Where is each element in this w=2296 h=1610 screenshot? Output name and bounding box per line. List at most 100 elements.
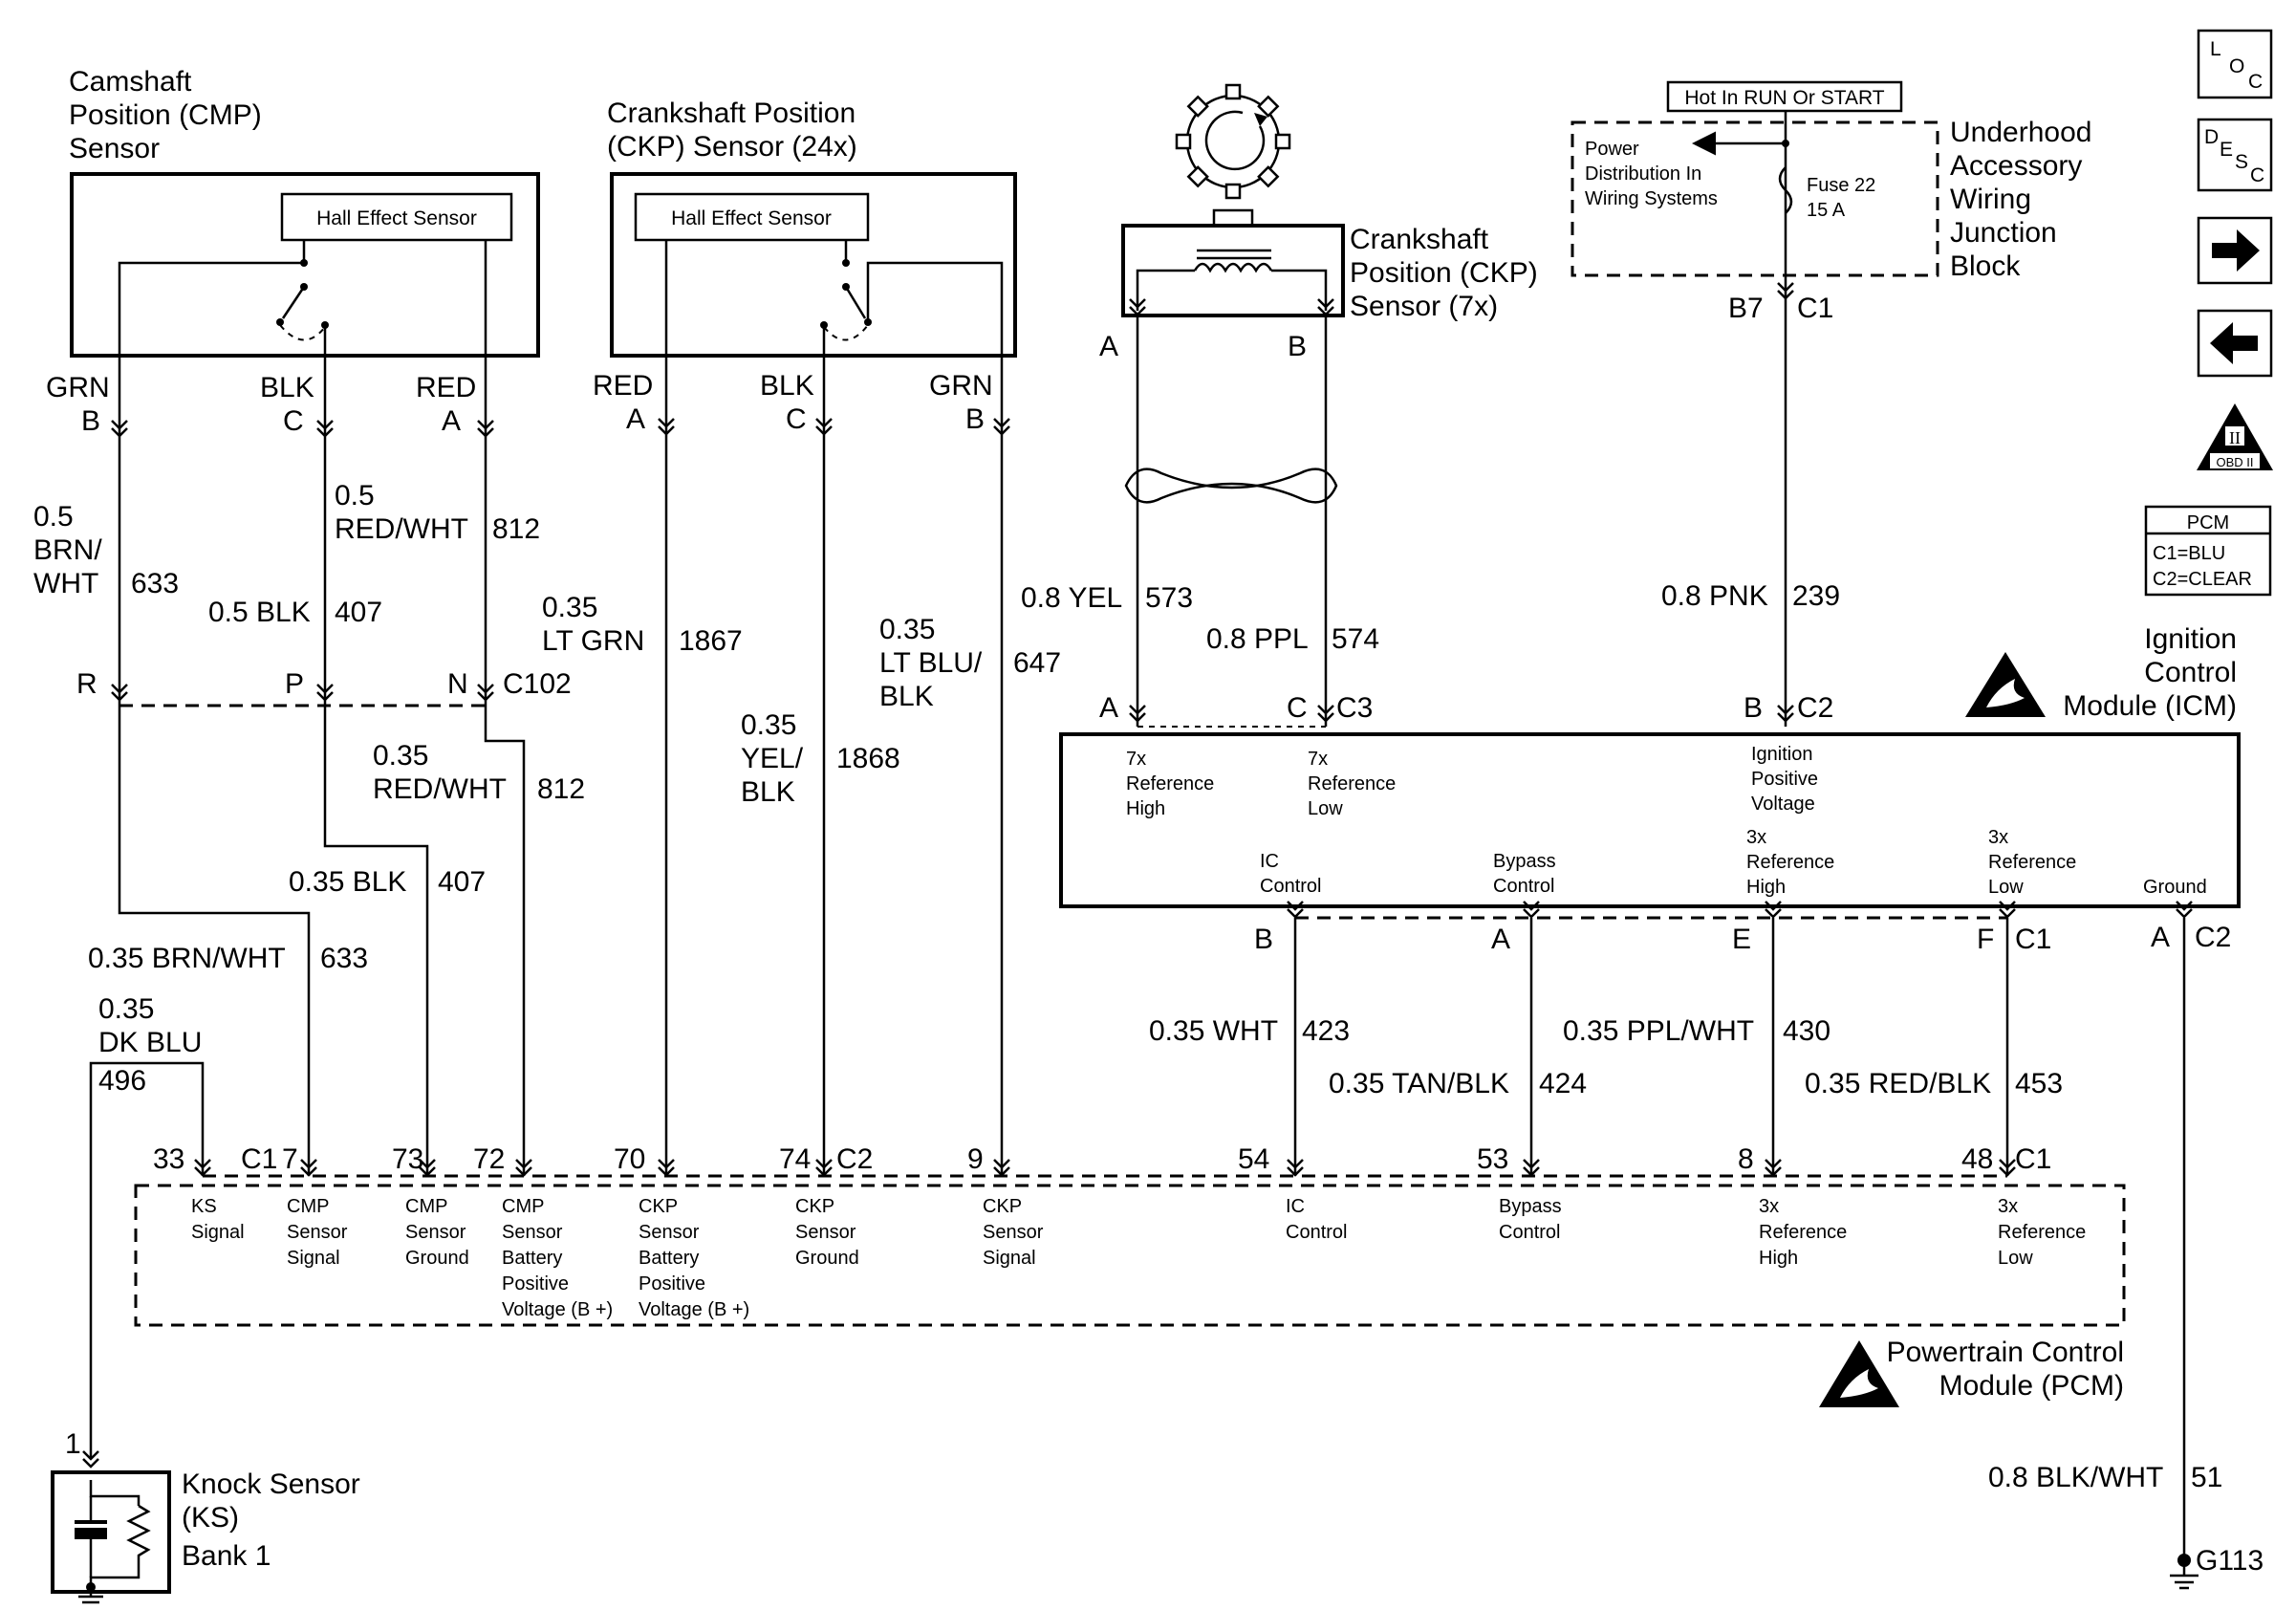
w407a-circuit: 407 xyxy=(335,597,382,628)
icm-gnd-c2: C2 xyxy=(2195,922,2231,953)
desc-s: S xyxy=(2235,151,2248,173)
icm-bypass-1: Bypass xyxy=(1493,851,1556,872)
connector-chevron xyxy=(2176,901,2193,919)
w647-size: 0.35 xyxy=(879,614,935,645)
w424-circuit: 424 xyxy=(1539,1068,1587,1099)
reluctor-tooth xyxy=(1257,95,1280,118)
w573-label: 0.8 YEL xyxy=(1021,582,1122,614)
ckp7-pin-b: B xyxy=(1288,331,1307,362)
w496-size: 0.35 xyxy=(98,993,154,1025)
icm-c1-label: C1 xyxy=(2015,924,2051,955)
ckp24-hall-label: Hall Effect Sensor xyxy=(671,207,832,229)
cmp-pin-b: B xyxy=(81,405,100,437)
pcm-pin-label: CKP xyxy=(795,1196,834,1217)
loc-icon[interactable]: L O C xyxy=(2197,29,2273,99)
icm-gnd-pin-a: A xyxy=(2151,922,2170,953)
junction-power-3: Wiring Systems xyxy=(1585,188,1718,209)
ckp24-title-2: (CKP) Sensor (24x) xyxy=(607,131,857,163)
pcm-pin-label: Bypass xyxy=(1499,1196,1562,1217)
knock-title-2: (KS) xyxy=(182,1502,239,1534)
back-arrow-icon[interactable] xyxy=(2197,309,2273,378)
ckp24-pin-a: A xyxy=(626,403,645,435)
w574-circuit: 574 xyxy=(1332,623,1379,655)
icm-7x-high-3: High xyxy=(1126,798,1165,819)
icm-c3-pin-a: A xyxy=(1099,692,1118,724)
w647-circuit: 647 xyxy=(1013,647,1061,679)
pcm-pin-number: 74 xyxy=(779,1143,811,1175)
icm-ign-1: Ignition xyxy=(1751,744,1813,765)
icm-7x-low-3: Low xyxy=(1308,798,1343,819)
c102-labels: R P N C102 xyxy=(76,668,572,700)
w812b-color: RED/WHT xyxy=(373,773,507,805)
ckp7-pin-a: A xyxy=(1099,331,1118,362)
cmp-color-grn: GRN xyxy=(46,372,110,403)
icm-c1-pin-a: A xyxy=(1491,924,1510,955)
knock-sensor-box xyxy=(51,1470,171,1594)
ckp7-title-2: Position (CKP) xyxy=(1350,257,1538,289)
w430-label: 0.35 PPL/WHT xyxy=(1563,1015,1754,1047)
sensor-connector-labels: GRN BLK RED B C A RED BLK GRN A C B xyxy=(46,370,993,437)
icm-c2-label: C2 xyxy=(1797,692,1833,724)
cmp-title-2: Position (CMP) xyxy=(69,99,262,131)
cmp-color-red: RED xyxy=(416,372,476,403)
pcm-pin-label: Low xyxy=(1998,1248,2033,1269)
pcm-pin-label: Ground xyxy=(405,1248,469,1269)
pcm-pin-number: 72 xyxy=(473,1143,505,1175)
w812b-size: 0.35 xyxy=(373,740,428,772)
pcm-pin-label: Sensor xyxy=(287,1222,348,1243)
ckp24-sensor-box xyxy=(610,172,1017,358)
c102-pin-n: N xyxy=(447,668,468,700)
ckp-24x-sensor: Crankshaft Position (CKP) Sensor (24x) H… xyxy=(607,98,1017,411)
icm-title-1: Ignition xyxy=(2144,623,2237,655)
icm-7x-low-1: 7x xyxy=(1308,749,1328,770)
ground-g113: G113 xyxy=(2170,1545,2264,1590)
w407b-circuit: 407 xyxy=(438,866,486,898)
w430-circuit: 430 xyxy=(1783,1015,1830,1047)
b7-c1: C1 xyxy=(1797,293,1833,324)
cmp-hall-label: Hall Effect Sensor xyxy=(316,207,477,229)
w1868-circuit: 1868 xyxy=(836,743,900,774)
icm-c1-pin-b: B xyxy=(1254,924,1273,955)
pcm-pin-number: 8 xyxy=(1738,1143,1754,1175)
reluctor-wheel-icon xyxy=(1175,83,1291,200)
ckp7-title-1: Crankshaft xyxy=(1350,224,1489,255)
w633b-circuit: 633 xyxy=(320,943,368,974)
ckp24-color-red: RED xyxy=(593,370,653,402)
w453-circuit: 453 xyxy=(2015,1068,2063,1099)
connector-chevron xyxy=(1765,901,1782,919)
ckp7-sensor-box xyxy=(1121,224,1345,317)
ckp24-pin-c: C xyxy=(786,403,807,435)
w51-circuit: 51 xyxy=(2191,1462,2222,1493)
w1868-size: 0.35 xyxy=(741,709,796,741)
pcm-pin-label: Control xyxy=(1499,1222,1560,1243)
ignition-control-module: Ignition Control Module (ICM) A C C3 B C… xyxy=(1059,623,2241,955)
esd-warning-icon xyxy=(1965,652,2046,717)
forward-arrow-icon[interactable] xyxy=(2197,216,2273,285)
w496-color: DK BLU xyxy=(98,1027,202,1058)
desc-icon[interactable]: D E S C xyxy=(2197,118,2273,192)
fuse-label-1: Fuse 22 xyxy=(1807,175,1875,196)
w633a-color-1: BRN/ xyxy=(33,534,102,566)
connector-chevron xyxy=(1287,901,1304,919)
pcm-legend-c1: C1=BLU xyxy=(2153,543,2225,564)
reluctor-tooth xyxy=(1224,83,1242,100)
w407a-label: 0.5 BLK xyxy=(208,597,311,628)
w407b-label: 0.35 BLK xyxy=(289,866,406,898)
junction-block: Hot In RUN Or START Power Distribution I… xyxy=(1570,80,2091,324)
pcm-pin-number: 33 xyxy=(153,1143,184,1175)
icm-7x-low-2: Reference xyxy=(1308,773,1396,794)
pcm-esd-warning-icon xyxy=(1819,1340,1899,1407)
icm-3xl-2: Reference xyxy=(1988,852,2076,873)
pcm-pin-label: Signal xyxy=(191,1222,245,1243)
w453-label: 0.35 RED/BLK xyxy=(1805,1068,1991,1099)
desc-c: C xyxy=(2250,164,2264,186)
icm-7x-high-1: 7x xyxy=(1126,749,1146,770)
pcm-pin-label: KS xyxy=(191,1196,217,1217)
cmp-color-blk: BLK xyxy=(260,372,314,403)
icm-ic-2: Control xyxy=(1260,876,1321,897)
w239-circuit: 239 xyxy=(1792,580,1840,612)
ckp24-color-blk: BLK xyxy=(760,370,814,402)
junction-title-5: Block xyxy=(1950,250,2021,282)
connector-chevron xyxy=(82,1450,99,1469)
